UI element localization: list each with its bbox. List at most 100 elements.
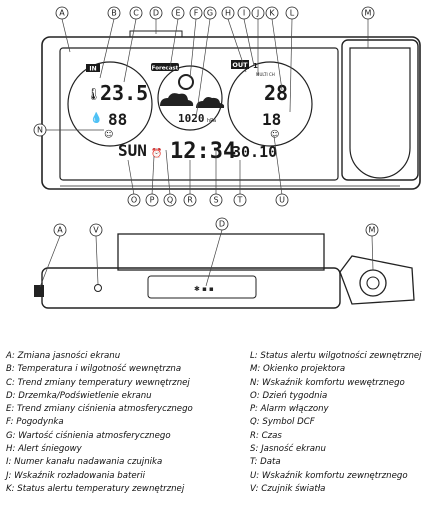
callout-m: M (365, 9, 372, 18)
legend: A: Zmiana jasności ekranu B: Temperatura… (0, 350, 448, 510)
callout-t: T (237, 196, 243, 205)
humidity-drop-icon: 💧 (90, 111, 102, 124)
projector-housing (341, 39, 419, 181)
legend-item-g: G: Wartość ciśnienia atmosferycznego (6, 430, 171, 441)
sun-icon (178, 74, 194, 90)
callout-d: D (153, 9, 159, 18)
indoor-humidity: 88 (108, 110, 127, 129)
legend-item-u: U: Wskaźnik komfortu zewnętrznego (250, 470, 408, 481)
callout-p: P (150, 196, 155, 205)
outdoor-tag: OUT (232, 61, 248, 69)
alarm-icon: ⏰ (151, 147, 162, 159)
clock-diagram: IN 23.5 88 🌡 💧 Forecast 1020 hPa OUT 1 M… (33, 6, 421, 309)
legend-item-t: T: Data (250, 457, 281, 468)
callout-side-a: A (57, 226, 63, 235)
callout-r: R (187, 196, 193, 205)
side-top-box (117, 233, 325, 271)
clock-housing (41, 36, 421, 190)
legend-item-e: E: Trend zmiany ciśnienia atmosferyczneg… (6, 404, 193, 415)
legend-item-r: R: Czas (250, 430, 282, 441)
front-view (41, 30, 421, 190)
legend-item-q: Q: Symbol DCF (250, 417, 315, 428)
callout-g: G (207, 9, 213, 18)
callout-a: A (59, 9, 65, 18)
legend-item-v: V: Czujnik światła (250, 483, 326, 494)
callout-q: Q (167, 196, 173, 205)
callout-j: J (256, 9, 259, 18)
indoor-arc (67, 61, 153, 147)
lcd-content: IN 23.5 88 🌡 💧 Forecast 1020 hPa OUT 1 M… (86, 60, 288, 164)
legend-item-m: M: Okienko projektora (250, 364, 346, 375)
multi-channel-tag: MULTI CH (256, 72, 275, 77)
indoor-tag-box (86, 64, 100, 72)
legend-item-a: A: Zmiana jasności ekranu (6, 351, 121, 361)
side-leader-lines (39, 229, 374, 288)
callout-side-m: M (369, 226, 376, 235)
lcd-screen (59, 47, 339, 181)
callout-s: S (213, 196, 218, 205)
pressure-value: 1020 (178, 112, 205, 125)
callout-side-v: V (93, 226, 99, 235)
legend-right-column: L: Status alertu wilgotności zewnętrznej… (250, 350, 446, 496)
callouts-side: A V D M (53, 217, 379, 237)
panel-icons: ✱ ▪ ▪ (194, 285, 214, 293)
callouts-top: A B C D E F G H I J K L M (55, 6, 375, 20)
callout-h: H (225, 9, 231, 18)
callout-o: O (131, 196, 137, 205)
side-view: ✱ ▪ ▪ (34, 233, 415, 309)
outdoor-humidity: 18 (262, 110, 281, 129)
light-sensor (94, 284, 102, 292)
channel-number: 1 (253, 62, 258, 70)
callouts-left: N (33, 123, 47, 137)
front-leader-lines (46, 18, 369, 196)
legend-left-column: A: Zmiana jasności ekranu B: Temperatura… (6, 350, 236, 496)
projector-lens-inner (366, 276, 380, 290)
outdoor-temp: 28 (264, 81, 288, 105)
outdoor-tag-box (231, 60, 249, 69)
legend-item-s: S: Jasność ekranu (250, 444, 326, 455)
outdoor-comfort-icon: ☺ (270, 129, 279, 140)
callout-u: U (279, 196, 285, 205)
side-panel (147, 275, 257, 299)
brightness-button (34, 285, 44, 297)
callouts-bottom: O P Q R S T U (127, 193, 289, 207)
legend-item-i: I: Numer kanału nadawania czujnika (6, 457, 163, 468)
callout-k: K (269, 9, 275, 18)
side-body (41, 267, 341, 309)
legend-item-b: B: Temperatura i wilgotność wewnętrzna (6, 364, 182, 375)
projector-window (349, 47, 411, 179)
callout-i: I (243, 9, 245, 18)
callout-e: E (175, 9, 180, 18)
weekday: SUN (118, 141, 147, 160)
legend-item-n: N: Wskaźnik komfortu wewętrznego (250, 377, 405, 388)
callout-c: C (133, 9, 139, 18)
projector-lens-outer (359, 269, 387, 297)
projector-arm (339, 255, 415, 305)
outdoor-arc (227, 61, 313, 147)
weather-arc (157, 65, 223, 131)
thermometer-icon: 🌡 (86, 87, 101, 101)
callout-l: L (290, 9, 295, 18)
legend-item-c: C: Trend zmiany temperatury wewnętrznej (6, 377, 190, 388)
indoor-tag: IN (89, 66, 96, 73)
legend-item-d: D: Drzemka/Podświetlenie ekranu (6, 390, 152, 401)
indoor-temp: 23.5 (100, 81, 148, 105)
legend-item-p: P: Alarm włączony (250, 404, 329, 415)
pressure-unit: hPa (207, 118, 216, 124)
forecast-tag-box (151, 63, 179, 71)
time-display: 12:34 (170, 139, 236, 164)
cloud-icon-right (196, 97, 225, 108)
callout-n: N (37, 126, 43, 135)
date-display: 30.10 (232, 143, 277, 161)
forecast-tag: Forecast (152, 66, 179, 72)
callout-b: B (111, 9, 117, 18)
legend-item-j: J: Wskaźnik rozładowania baterii (6, 470, 145, 481)
callout-f: F (194, 9, 199, 18)
callout-side-d: D (219, 220, 225, 229)
legend-item-h: H: Alert śniegowy (6, 444, 82, 455)
legend-item-k: K: Status alertu temperatury zewnętrznej (6, 483, 185, 494)
legend-item-o: O: Dzień tygodnia (250, 390, 328, 401)
legend-item-l: L: Status alertu wilgotności zewnętrznej (250, 351, 422, 361)
cloud-icon (160, 93, 194, 106)
legend-item-f: F: Pogodynka (6, 417, 64, 428)
